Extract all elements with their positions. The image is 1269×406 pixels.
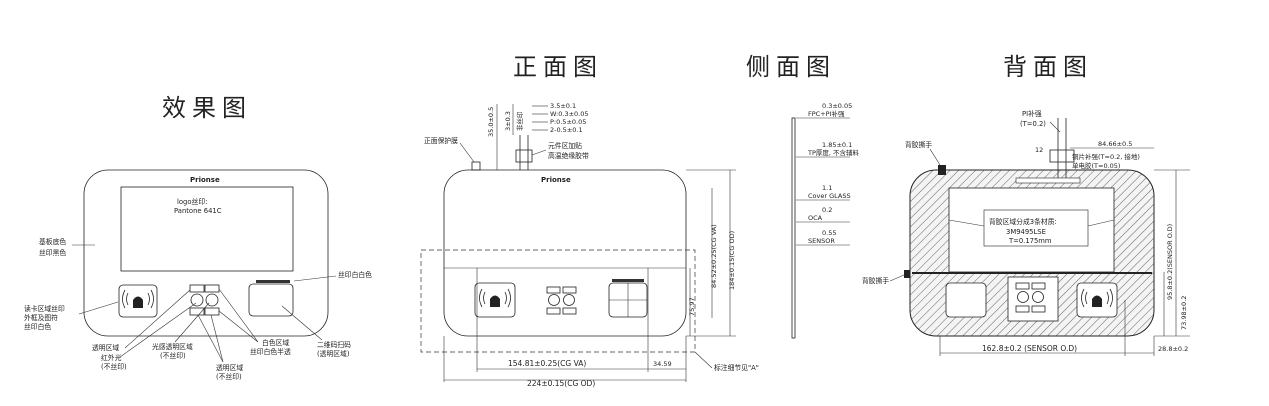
front-fpc-connector — [515, 149, 533, 163]
back-adhesive-note-box — [983, 209, 1089, 247]
effect-sensor-cluster — [189, 284, 220, 316]
front-protect-tab — [471, 161, 481, 171]
nfc-hand-icon — [1081, 288, 1113, 308]
front-dim-stack-1: 3.5±0.1 — [550, 102, 576, 110]
back-adhesive-note-1: 背胶区域分成3条材质: — [989, 217, 1057, 226]
front-component-note-1: 元件区加贴 — [548, 141, 582, 150]
back-tape-tab-bottom — [904, 270, 910, 278]
side-layer-dim: 0.3±0.05 — [822, 102, 852, 110]
side-layer-dim: 1.85±0.1 — [822, 141, 852, 149]
front-dim-stack-2: W:0.3±0.05 — [550, 110, 589, 118]
side-layer-label: OCA — [808, 214, 823, 222]
front-dim-355: 35.0±0.5 — [487, 107, 495, 137]
effect-logo-print: logo丝印: — [177, 197, 207, 206]
side-layer-label: SENSOR — [808, 237, 835, 245]
ann-white-area: 白色区域 — [262, 338, 289, 347]
front-dim-od-h: 184±0.15(CG OD) — [728, 231, 736, 290]
back-adhesive-note-2: 3M9495LSE — [1006, 228, 1046, 236]
back-adhesive-note-3: T=0.175mm — [1008, 237, 1052, 245]
effect-outline — [83, 169, 329, 337]
back-dim-288: 28.8±0.2 — [1158, 345, 1188, 353]
front-dim-od-w: 224±0.15(CG OD) — [527, 379, 595, 388]
back-dim-sensor-w: 162.8±0.2 (SENSOR O.D) — [982, 344, 1077, 353]
back-dim-8466: 84.66±0.5 — [1098, 140, 1132, 148]
ann-infrared-2: (不丝印) — [101, 362, 127, 371]
ann-light-sense-1: 光感透明区域 — [152, 342, 193, 351]
nfc-hand-icon — [122, 289, 154, 309]
front-dim-7597: 75.97 — [688, 297, 696, 316]
ann-base-color-2: 丝印黑色 — [39, 248, 66, 257]
title-effect: 效果图 — [162, 94, 252, 122]
front-detail-region — [420, 249, 696, 353]
ann-qr-1: 二维码扫码 — [317, 340, 351, 349]
back-copper-note-2: 单电胶(T=0.05) — [1072, 161, 1120, 170]
side-layer-dim: 0.2 — [822, 206, 832, 214]
ann-card-1: 读卡区域丝印 — [24, 304, 65, 313]
front-detail-a: 标注细节见"A" — [714, 363, 759, 372]
back-view: 背胶区域分成3条材质: 3M9495LSE T=0.175mm — [862, 109, 1190, 356]
effect-display-window — [120, 186, 294, 272]
front-dim-3: 3±0.3 — [504, 111, 512, 131]
ann-base-color-1: 基板底色 — [39, 237, 66, 246]
title-side: 侧面图 — [746, 53, 836, 81]
title-front: 正面图 — [513, 53, 603, 81]
front-card-box — [474, 282, 516, 318]
back-pi-stiff-1: PI补强 — [1022, 109, 1042, 118]
front-dim-stack-4: 2-0.5±0.1 — [550, 126, 583, 134]
front-view: Prionse 正面保护膜 35.0±0.5 — [420, 102, 759, 388]
front-dim-va-w: 154.81±0.25(CG VA) — [508, 359, 586, 368]
ann-card-2: 外框及图符 — [24, 313, 58, 322]
nfc-hand-icon — [479, 288, 511, 308]
side-layer-dim: 1.1 — [822, 184, 832, 192]
front-outline — [443, 169, 687, 337]
effect-card-reader-box — [118, 284, 158, 318]
back-copper-stiffener — [1015, 177, 1081, 184]
ann-white-semi: 丝印白色半透 — [250, 347, 291, 356]
front-protect-film: 正面保护膜 — [424, 136, 458, 145]
back-tape-bottom: 背胶撕手 — [862, 276, 889, 285]
front-component-note-2: 高温绝缘胶带 — [548, 151, 589, 160]
back-dim-sensor-h: 95.8±0.2(SENSOR O.D) — [1166, 224, 1174, 300]
front-dim-stack-3: P:0.5±0.05 — [550, 118, 586, 126]
ann-no-print-2: (不丝印) — [216, 372, 242, 381]
back-tape-top: 背胶撕手 — [905, 140, 932, 149]
back-fpc-connector — [1049, 149, 1075, 163]
ann-qr-2: (透明区域) — [317, 349, 350, 358]
effect-view: Prionse logo丝印: Pantone 641C 基板底色 丝印黑色 读 — [24, 169, 372, 381]
back-sensor-cluster — [1015, 282, 1046, 313]
side-layer-label: Cover GLASS — [808, 192, 851, 200]
effect-qr-window — [248, 283, 294, 317]
ann-card-3: 丝印白色 — [24, 322, 51, 331]
ann-silk-white: 丝印白白色 — [338, 270, 372, 279]
side-layer-label: FPC+PI补强 — [808, 109, 845, 118]
effect-pantone: Pantone 641C — [174, 207, 222, 215]
effect-brand: Prionse — [190, 176, 220, 184]
front-dim-va-h: 84.52±0.25(CG VA) — [710, 224, 718, 288]
front-fpc-label: 非丝印 — [515, 112, 524, 132]
ann-transparent: 透明区域 — [92, 343, 119, 352]
back-pi-stiff-2: (T=0.2) — [1020, 120, 1046, 128]
title-back: 背面图 — [1003, 53, 1093, 81]
back-tape-tab-top — [938, 165, 946, 175]
ann-light-sense-2: (不丝印) — [160, 351, 186, 360]
effect-small-logo — [256, 280, 290, 283]
front-brand: Prionse — [541, 176, 571, 184]
front-dim-3459: 34.59 — [653, 360, 672, 368]
back-copper-note-1: 铜片补强(T=0.2, 接地) — [1072, 152, 1140, 161]
back-dim-12: 12 — [1035, 146, 1043, 154]
side-layer-label: TP厚度, 不含辅料 — [807, 148, 860, 157]
side-layer-dim: 0.55 — [822, 229, 836, 237]
ann-infrared-1: 红外光 — [101, 353, 122, 362]
back-dim-7398: 73.98±0.2 — [1180, 296, 1188, 330]
side-stack-profile — [791, 117, 796, 339]
ann-no-print-1: 透明区域 — [216, 363, 243, 372]
back-qr-window — [945, 282, 987, 318]
front-sensor-cluster — [546, 286, 577, 315]
